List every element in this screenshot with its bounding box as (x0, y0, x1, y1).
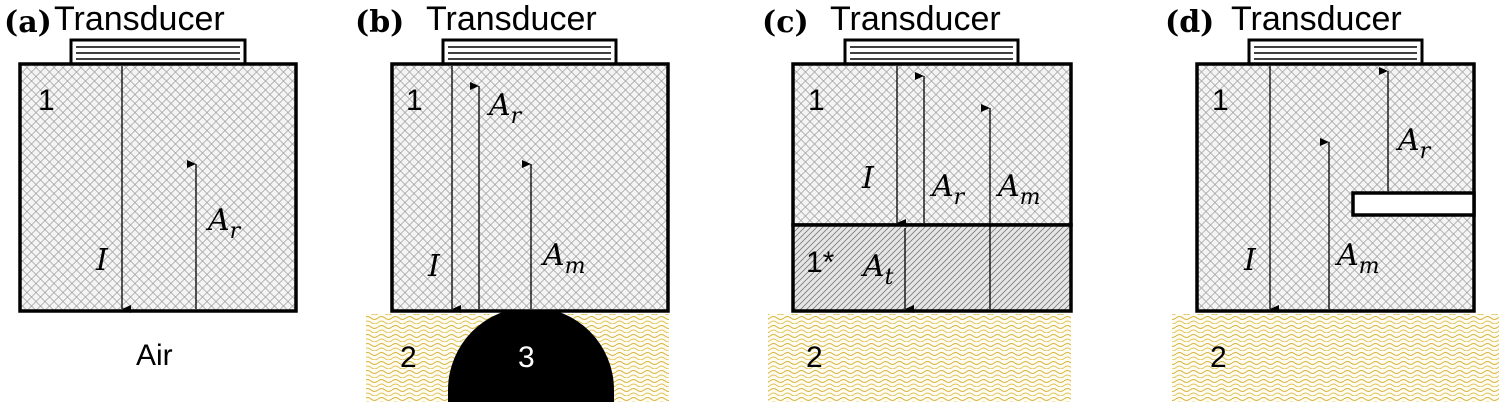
medium-block (18, 62, 298, 313)
transducer-icon (843, 38, 1020, 66)
transducer-icon (69, 38, 247, 66)
incident-label: I (1243, 243, 1257, 278)
panel-a: (a) Transducer 1 I Ar Air (4, 0, 298, 372)
incident-label: I (427, 249, 441, 284)
transducer-title: Transducer (426, 0, 597, 38)
soil-layer (1172, 314, 1499, 402)
panel-d: (d) Transducer 1 I Am Ar 2 (1165, 0, 1499, 402)
degraded-layer (791, 223, 1073, 313)
block-label: 1 (808, 84, 825, 117)
block-label: 1 (1212, 84, 1229, 117)
medium-block (791, 62, 1073, 227)
reflected-label: Ar (1395, 123, 1432, 164)
panel-letter: (c) (762, 5, 809, 40)
transducer-icon (441, 38, 618, 66)
ground-label: 2 (400, 341, 417, 374)
medium-block (1195, 62, 1476, 313)
panel-c: (c) Transducer 1 1* I Ar Am At 2 (762, 0, 1073, 402)
transducer-title: Transducer (830, 0, 1001, 38)
reflected-label: Ar (205, 203, 242, 244)
medium-block (390, 62, 670, 313)
object-label: 3 (518, 341, 535, 374)
panel-letter: (d) (1165, 5, 1214, 40)
incident-label: I (95, 243, 109, 278)
measured-label: Am (540, 238, 586, 279)
measured-label: Am (995, 169, 1041, 210)
transducer-title: Transducer (1231, 0, 1402, 38)
reflected-label: Ar (486, 88, 523, 129)
panel-b: (b) Transducer 3 1 I Ar Am 2 (355, 0, 670, 402)
transducer-icon (1247, 38, 1424, 66)
embedded-object (448, 307, 614, 402)
ground-label: 2 (1210, 341, 1227, 374)
panel-letter: (b) (355, 5, 404, 40)
ground-label: 2 (806, 341, 823, 374)
block-label: 1 (38, 84, 55, 117)
air-label: Air (136, 339, 173, 372)
internal-crack (1351, 191, 1476, 217)
measured-label: Am (1334, 238, 1380, 279)
transducer-title: Transducer (54, 0, 225, 38)
incident-label: I (861, 161, 875, 196)
soil-layer (768, 314, 1071, 402)
layer-label: 1* (806, 246, 835, 279)
panel-letter: (a) (4, 5, 52, 40)
reflected-label: Ar (929, 169, 966, 210)
transmitted-label: At (860, 249, 894, 290)
block-label: 1 (406, 84, 423, 117)
